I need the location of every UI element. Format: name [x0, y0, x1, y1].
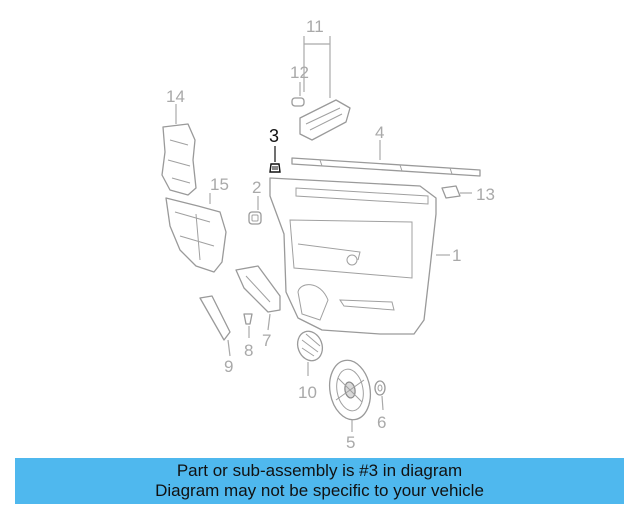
part-1-door-panel	[269, 177, 437, 335]
part-5-speaker	[328, 359, 372, 421]
callout-15: 15	[210, 175, 229, 194]
part-7-armrest	[235, 265, 281, 313]
callout-10: 10	[298, 383, 317, 402]
callout-13: 13	[476, 185, 495, 204]
part-11-handle-assembly	[299, 99, 351, 141]
leader-lines	[175, 36, 472, 432]
part-8-screw	[243, 313, 253, 325]
banner-line-2: Diagram may not be specific to your vehi…	[155, 481, 484, 500]
callout-1: 1	[452, 246, 461, 265]
part-13-clip	[441, 185, 461, 199]
part-4-belt-strip	[291, 157, 481, 177]
callout-3: 3	[269, 126, 279, 146]
part-6-grommet	[374, 380, 386, 396]
part-2-clip	[248, 211, 262, 225]
callout-6: 6	[377, 413, 386, 432]
part-3-clip	[269, 163, 281, 173]
callout-5: 5	[346, 433, 355, 452]
callout-2: 2	[252, 178, 261, 197]
info-banner: Part or sub-assembly is #3 in diagram Di…	[15, 458, 624, 504]
callout-14: 14	[166, 87, 185, 106]
part-10-grille	[296, 330, 324, 362]
part-15-trim-block	[165, 197, 227, 273]
callout-4: 4	[375, 123, 384, 142]
callout-9: 9	[224, 357, 233, 376]
part-9-trim-strip	[199, 295, 231, 341]
part-14-trim-block	[161, 123, 197, 196]
callout-11: 11	[306, 17, 324, 36]
callout-8: 8	[244, 341, 253, 360]
part-12-screw	[291, 97, 305, 107]
banner-line-1: Part or sub-assembly is #3 in diagram	[176, 461, 463, 480]
callout-12: 12	[290, 63, 309, 82]
callout-7: 7	[262, 331, 271, 350]
